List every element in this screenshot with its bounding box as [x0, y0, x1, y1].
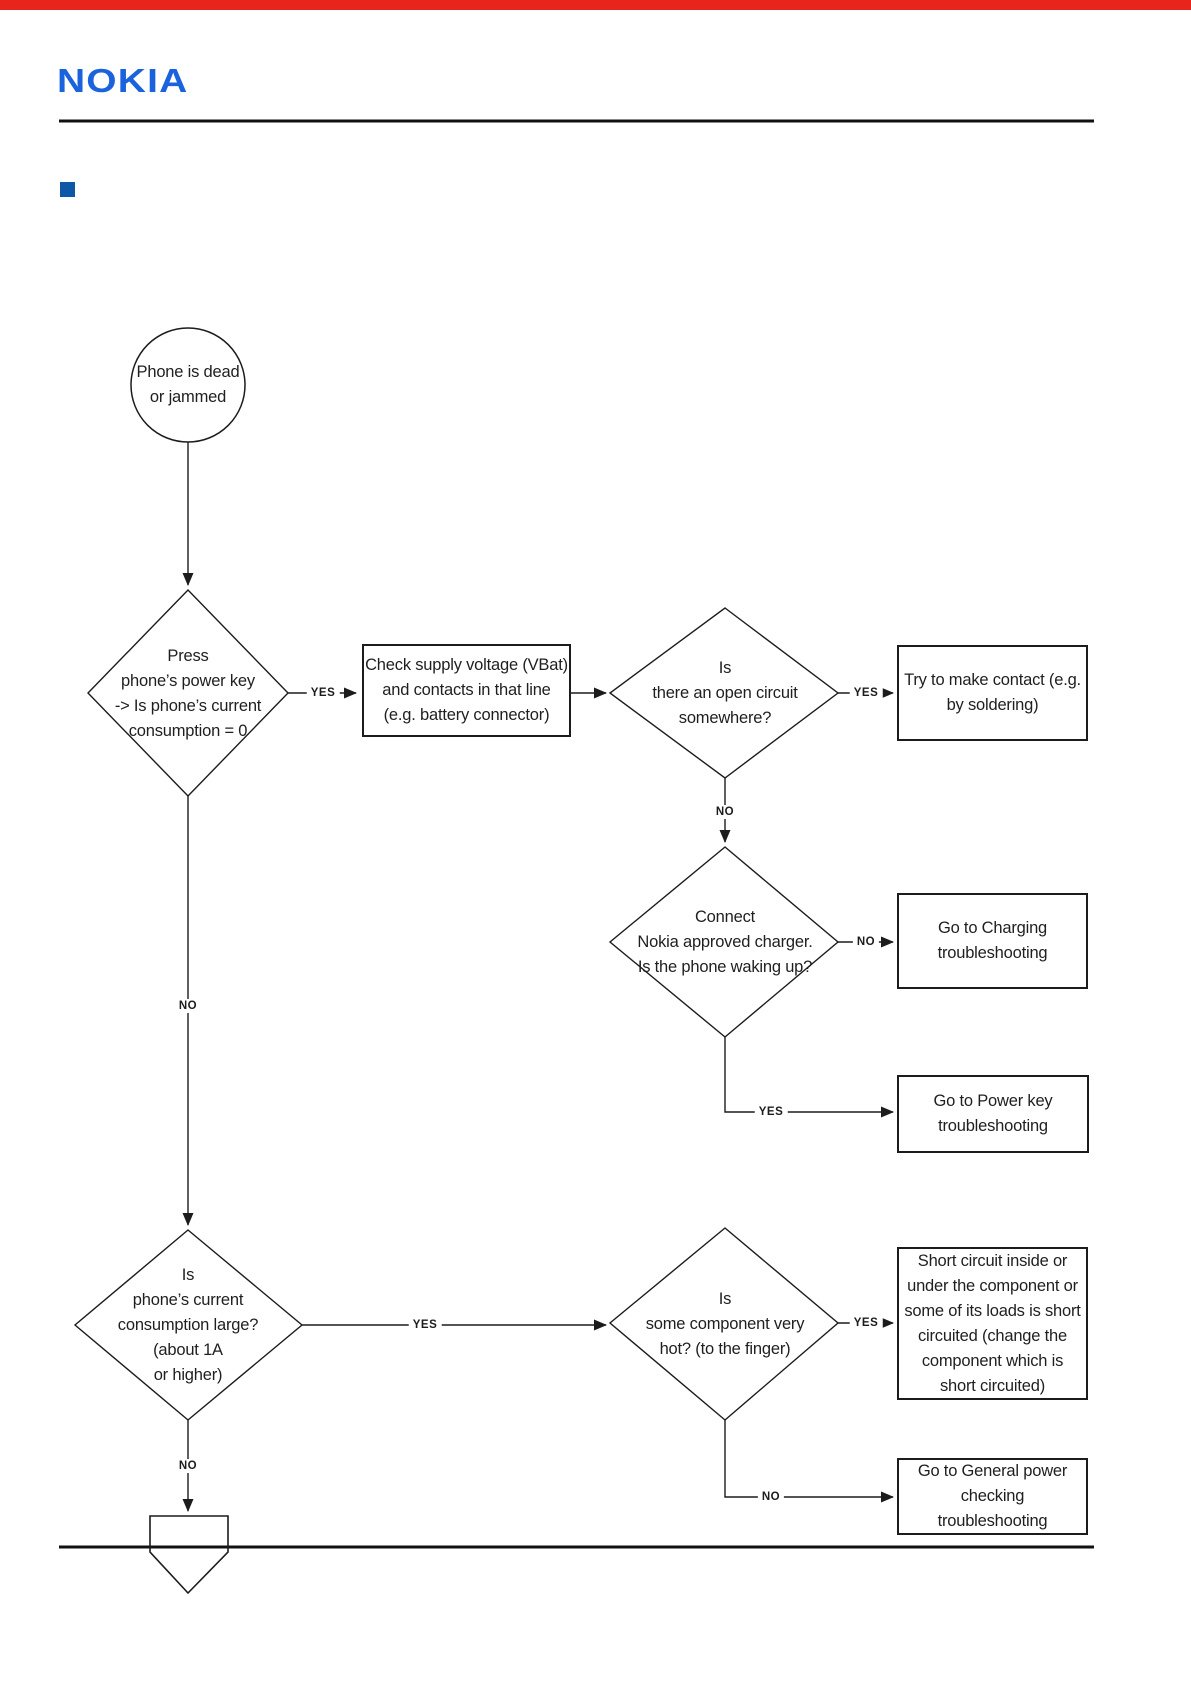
process-box-general-power: Go to General power checking troubleshoo… — [897, 1458, 1088, 1535]
decision-consumption-large-label: Is phone’s current consumption large? (a… — [117, 1266, 259, 1384]
process-box-power-key: Go to Power key troubleshooting — [897, 1075, 1089, 1153]
decision-power-key-label: Press phone’s power key -> Is phone’s cu… — [114, 647, 262, 740]
decision-charger-label: Connect Nokia approved charger. Is the p… — [637, 908, 813, 976]
edge-label-no-5: NO — [174, 1459, 202, 1473]
decision-diamond-component-hot — [608, 1227, 840, 1421]
edge-label-no-3: NO — [174, 999, 202, 1013]
decision-open-circuit-label: Is there an open circuit somewhere? — [652, 658, 798, 727]
section-bullet-square — [60, 182, 75, 197]
nokia-logo: NOKIA — [57, 62, 189, 99]
decision-diamond-open-circuit — [608, 607, 840, 779]
process-box-make-contact: Try to make contact (e.g. by soldering) — [897, 645, 1088, 741]
decision-diamond-charger — [608, 846, 840, 1038]
edge-label-no-1: NO — [711, 805, 739, 819]
page-top-red-bar — [0, 0, 1191, 10]
edge-label-yes-5: YES — [849, 1316, 883, 1330]
offpage-connector-pentagon — [149, 1515, 229, 1595]
start-circle — [130, 327, 246, 443]
process-box-short-circuit: Short circuit inside or under the compon… — [897, 1247, 1088, 1400]
start-circle-label: Phone is dead or jammed — [136, 363, 240, 406]
decision-component-hot-label: Is some component very hot? (to the fing… — [645, 1289, 805, 1358]
decision-diamond-power-key — [87, 588, 289, 798]
process-box-check-supply: Check supply voltage (VBat) and contacts… — [362, 644, 571, 737]
edge-label-yes-4: YES — [408, 1318, 442, 1332]
process-box-charging: Go to Charging troubleshooting — [897, 893, 1088, 989]
edge-label-yes-3: YES — [754, 1105, 788, 1119]
edge-label-yes-2: YES — [849, 686, 883, 700]
edge-label-no-4: NO — [757, 1490, 785, 1504]
edge-label-yes-1: YES — [306, 686, 340, 700]
edge-label-no-2: NO — [852, 935, 880, 949]
decision-diamond-consumption-large — [73, 1229, 304, 1421]
